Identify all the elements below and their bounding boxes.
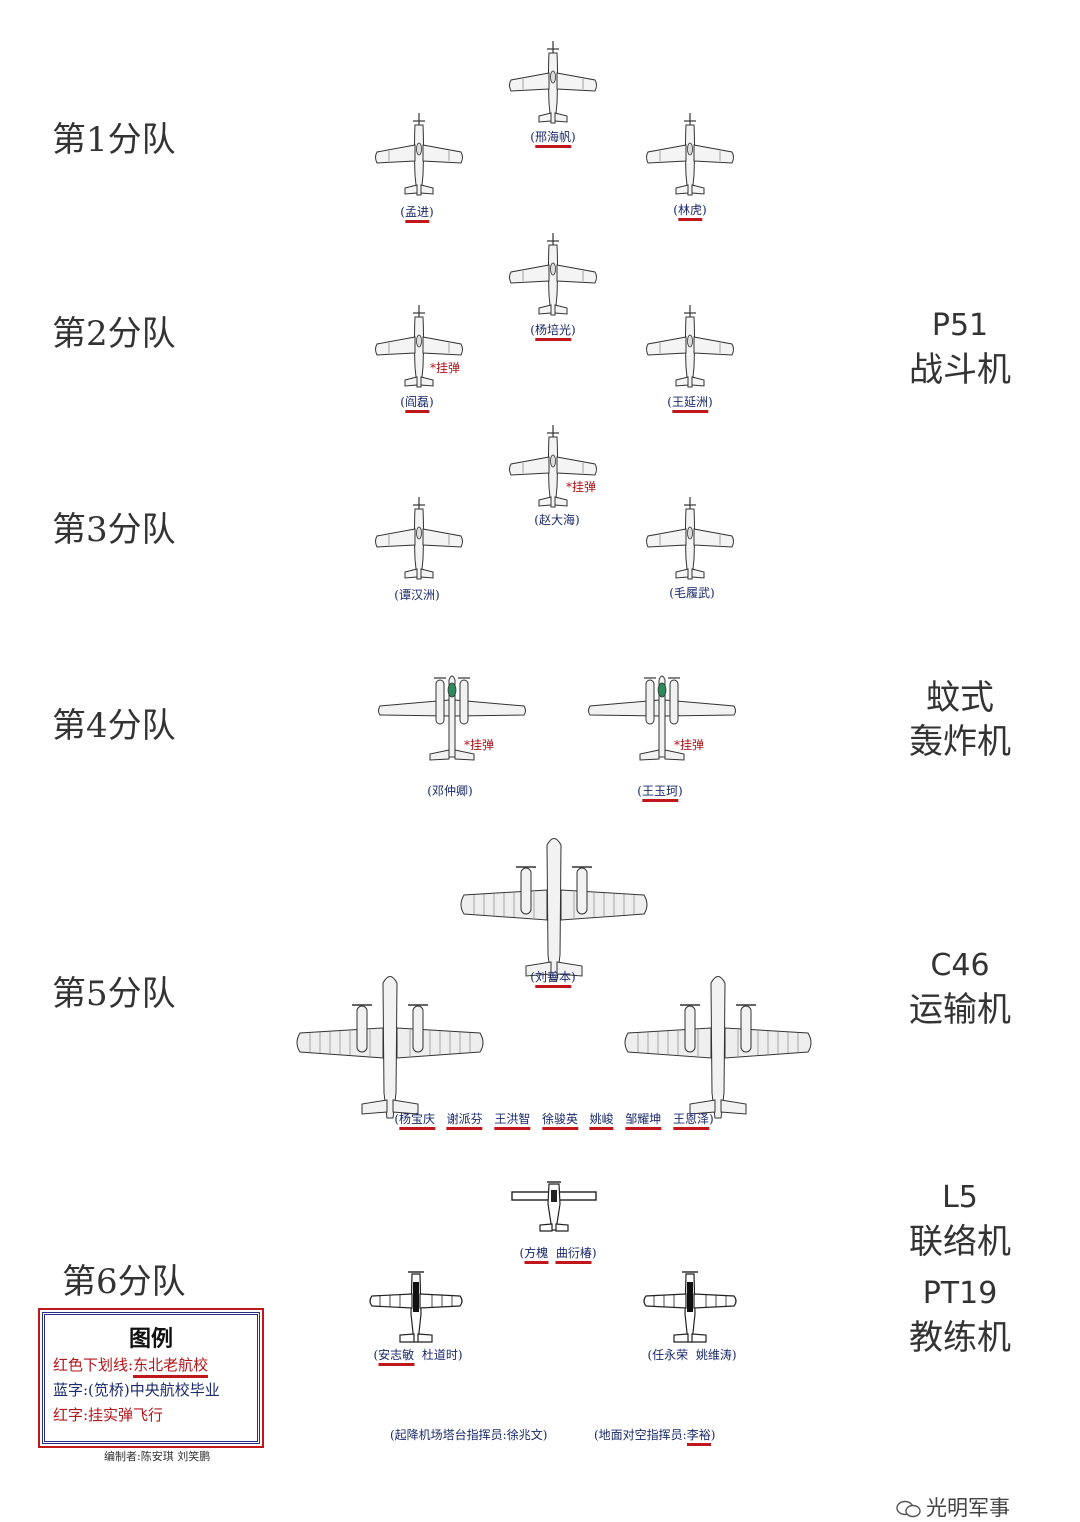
type-l5: L5 联络机 [880, 1176, 1040, 1264]
ground-controller-suffix: ) [710, 1428, 716, 1442]
pilot-label: (安志敏 杜道时) [373, 1346, 463, 1366]
legend-row-blue: 蓝字:(笕桥)中央航校毕业 [53, 1381, 220, 1399]
pilot-label: (任永荣 姚维涛) [647, 1348, 737, 1362]
pilot-name: 王玉珂 [641, 784, 679, 802]
pilot-name: 阎磊 [404, 395, 430, 413]
squad-5-label: 第5分队 [52, 974, 176, 1014]
crew-name: 徐骏英 [541, 1112, 579, 1130]
compiler-credit: 编制者:陈安琪 刘笑鹏 [104, 1450, 211, 1463]
type-pt19: PT19 教练机 [880, 1272, 1040, 1360]
squad-3-label: 第3分队 [52, 510, 176, 550]
crew-name: 邹耀坤 [625, 1112, 662, 1130]
pilot-label: (毛履武) [669, 586, 715, 600]
pilot-label: (赵大海) [534, 513, 580, 527]
type-l5-kind: 联络机 [909, 1222, 1011, 1262]
ground-controller-prefix: (地面对空指挥员: [594, 1428, 687, 1442]
type-p51-code: P51 [931, 308, 989, 343]
p51-plane-icon [645, 496, 735, 580]
armed-flight-tag: *挂弹 [674, 738, 705, 752]
squad-6-label: 第6分队 [62, 1262, 186, 1302]
pilot-label: (刘善本) [530, 968, 576, 988]
type-pt19-code: PT19 [922, 1276, 998, 1311]
legend-row-underline: 红色下划线:东北老航校 [53, 1353, 257, 1378]
c46-transport-icon [296, 975, 484, 1119]
pilot-name: 谭汉洲 [398, 588, 436, 602]
pilot-name: 杨培光 [534, 323, 572, 341]
p51-plane-icon [508, 232, 598, 316]
legend-underline-label: 红色下划线: [53, 1356, 134, 1374]
pilot-name: 杜道时 [421, 1348, 458, 1362]
pilot-label: (阎磊) [400, 393, 434, 413]
l5-liaison-icon [511, 1181, 597, 1232]
wechat-icon [896, 1500, 921, 1518]
crew-name: 王洪智 [494, 1112, 531, 1130]
legend-row-red: 红字:挂实弹飞行 [53, 1406, 164, 1424]
armed-flight-tag: *挂弹 [430, 361, 461, 375]
pilot-label: (孟进) [400, 203, 434, 223]
squad-4-label: 第4分队 [52, 706, 176, 746]
legend-box: 图例 红色下划线:东北老航校 蓝字:(笕桥)中央航校毕业 红字:挂实弹飞行 [38, 1308, 264, 1448]
pilot-label: (邓仲卿) [427, 784, 473, 798]
type-mosquito-line1: 蚊式 [926, 678, 994, 718]
p51-plane-icon [374, 112, 464, 196]
armed-flight-tag: *挂弹 [566, 480, 597, 494]
crew-name: 谢派芬 [446, 1112, 483, 1130]
pilot-name: 邓仲卿 [431, 784, 469, 798]
pilot-name: 任永荣 [652, 1348, 689, 1362]
c46-transport-icon [624, 975, 812, 1119]
crew-name: 杨宝庆 [399, 1112, 436, 1130]
p51-plane-icon [374, 304, 464, 388]
pilot-name: 林虎 [677, 203, 703, 221]
pilot-label: (方槐 曲衍椿) [519, 1244, 597, 1264]
p51-plane-icon [508, 40, 598, 124]
mosquito-bomber-icon [587, 675, 737, 761]
type-p51: P51 战斗机 [880, 304, 1040, 392]
pilot-name: 赵大海 [538, 513, 576, 527]
p51-plane-icon [645, 304, 735, 388]
type-mosquito-line2: 轰炸机 [909, 722, 1011, 762]
tower-controller: (起降机场塔台指挥员:徐兆文) [390, 1428, 548, 1442]
pilot-label: (王玉珂) [637, 782, 683, 802]
p51-plane-icon [508, 424, 598, 508]
pilot-label: (谭汉洲) [394, 588, 440, 602]
watermark-text: 光明军事 [926, 1496, 1010, 1520]
pilot-name: 姚维涛 [695, 1348, 732, 1362]
crew-name: 王恩泽 [672, 1112, 709, 1130]
type-c46: C46 运输机 [880, 944, 1040, 1032]
squad-1-label: 第1分队 [52, 120, 176, 160]
pilot-label: (林虎) [673, 201, 707, 221]
pilot-name: 刘善本 [534, 970, 572, 988]
type-c46-code: C46 [930, 948, 990, 983]
legend-underline-value: 东北老航校 [133, 1356, 209, 1378]
pilot-name: 安志敏 [378, 1348, 415, 1366]
pilot-name: 邢海帆 [534, 130, 572, 148]
pilot-name: 曲衍椿 [555, 1246, 592, 1264]
mosquito-bomber-icon [377, 675, 527, 761]
squad-2-label: 第2分队 [52, 314, 176, 354]
pilot-name: 毛履武 [673, 586, 711, 600]
type-l5-code: L5 [942, 1180, 978, 1215]
legend-title: 图例 [128, 1326, 173, 1352]
crew-name: 姚峻 [589, 1112, 614, 1130]
ground-controller-name: 李裕 [686, 1428, 711, 1446]
pilot-name: 方槐 [524, 1246, 549, 1264]
p51-plane-icon [374, 496, 464, 580]
pilot-label: (王延洲) [667, 393, 713, 413]
type-c46-kind: 运输机 [909, 990, 1011, 1030]
pilot-name: 孟进 [404, 205, 430, 223]
pilot-name: 王延洲 [671, 395, 709, 413]
type-pt19-kind: 教练机 [909, 1318, 1011, 1358]
c46-crew-list: (杨宝庆 谢派芬 王洪智 徐骏英 姚峻 邹耀坤 王恩泽) [394, 1110, 714, 1130]
pt19-trainer-icon [643, 1271, 737, 1343]
ground-controller: (地面对空指挥员:李裕) [594, 1426, 716, 1446]
type-mosquito: 蚊式 轰炸机 [880, 676, 1040, 764]
pt19-trainer-icon [369, 1271, 463, 1343]
pilot-label: (邢海帆) [530, 128, 576, 148]
pilot-label: (杨培光) [530, 321, 576, 341]
c46-transport-icon [460, 837, 648, 981]
armed-flight-tag: *挂弹 [464, 738, 495, 752]
p51-plane-icon [645, 112, 735, 196]
type-p51-kind: 战斗机 [909, 350, 1011, 390]
watermark: 光明军事 [896, 1492, 1010, 1522]
